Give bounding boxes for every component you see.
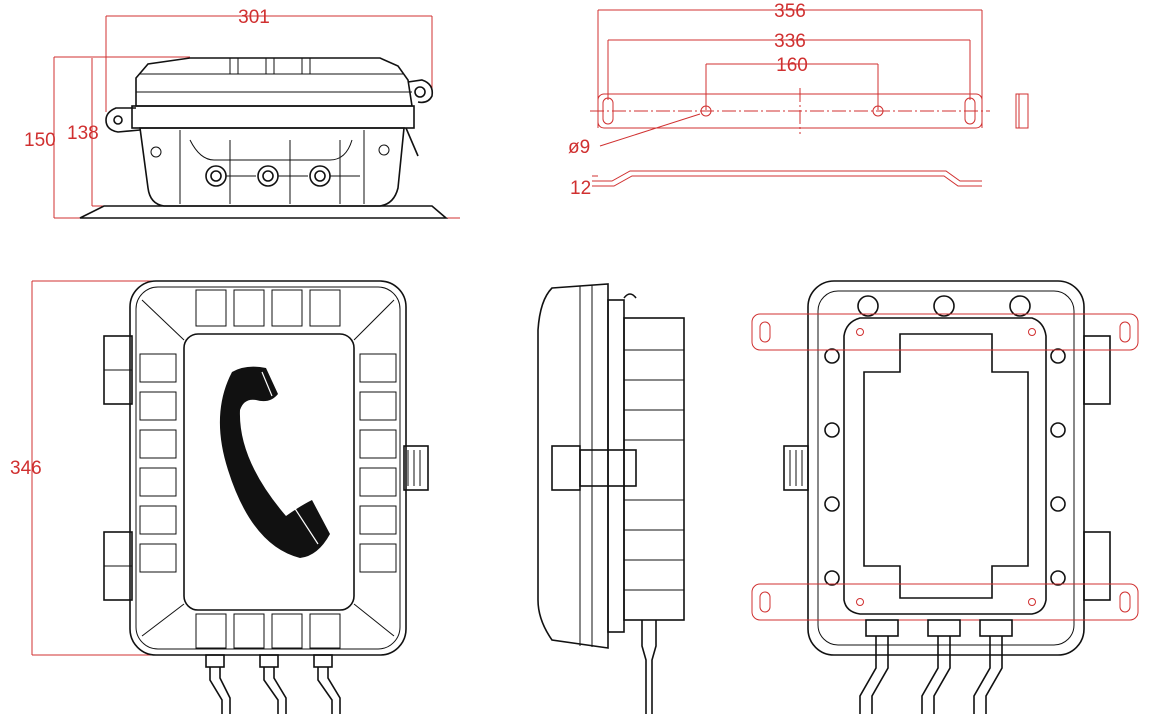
bracket-view: 356 336 160 ø9 12 [568,1,1029,199]
dim-label-hole: ø9 [568,137,590,158]
dim-label-138: 138 [67,123,99,144]
dim-336: 336 [607,31,971,100]
telephone-handset-icon [219,366,330,558]
dim-346: 346 [10,280,166,656]
rear-view-brackets [751,313,1139,621]
top-view: 301 150 138 [24,7,460,219]
dim-160: 160 [705,55,879,110]
dim-label-160: 160 [776,55,808,76]
top-view-glands [205,165,360,187]
dim-label-12: 12 [570,178,591,199]
dim-label-301: 301 [238,7,270,28]
dim-label-346: 346 [10,458,42,479]
front-view: 346 [10,280,429,714]
dim-150-138: 150 138 [24,56,460,219]
dim-301: 301 [105,7,433,112]
dim-label-336: 336 [774,31,806,52]
rear-view-glands [859,619,1013,714]
front-view-glands [205,654,341,714]
dim-label-150: 150 [24,130,56,151]
side-view [537,283,685,714]
dim-label-356: 356 [774,1,806,22]
rear-view [751,280,1139,714]
